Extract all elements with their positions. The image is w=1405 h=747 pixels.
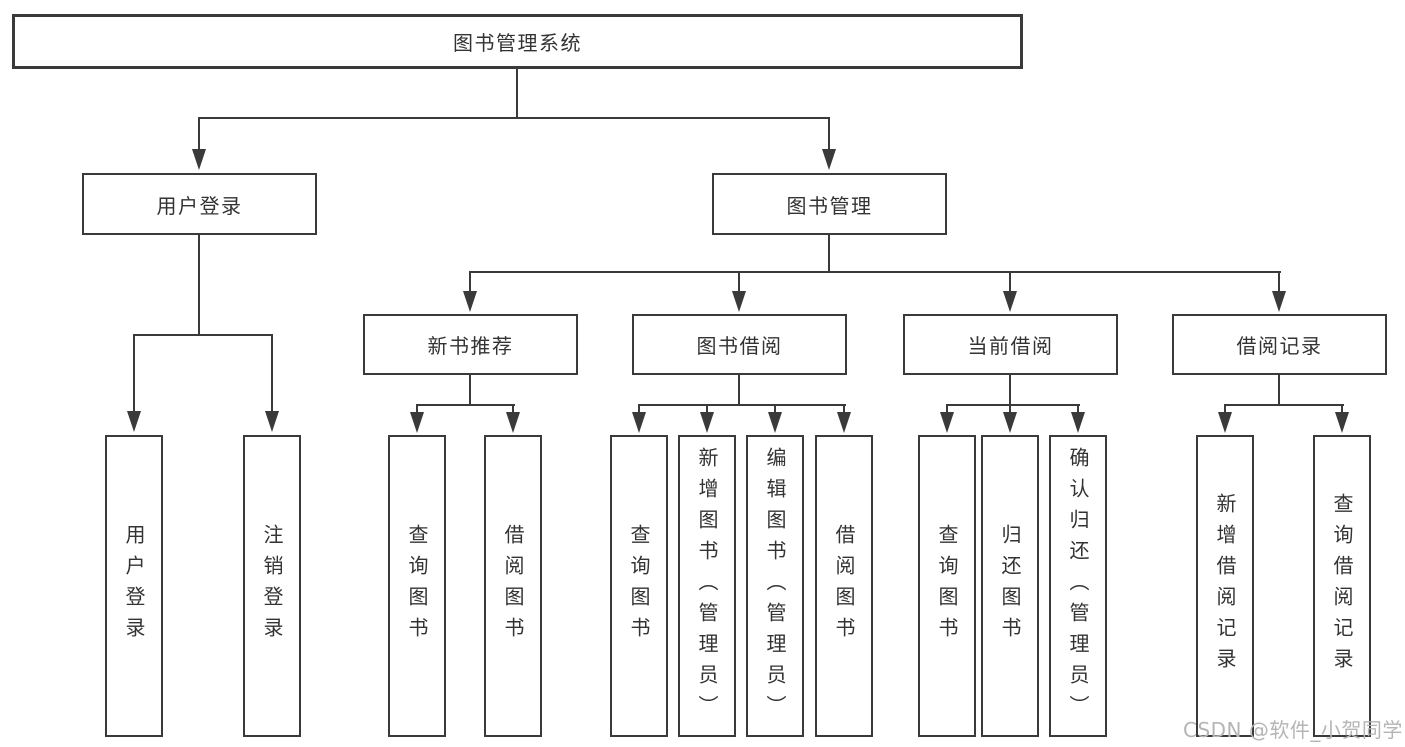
- connector-line: [1224, 404, 1344, 406]
- arrowhead-icon: [410, 412, 424, 433]
- node-leaf-user-login: 用户登录: [105, 435, 163, 737]
- node-label: 图书管理: [786, 193, 873, 218]
- node-leaf-borrow-books-2: 借阅图书: [815, 435, 873, 737]
- node-label: 当前借阅: [967, 334, 1054, 358]
- arrowhead-icon: [506, 412, 520, 433]
- node-leaf-edit-books-admin: 编辑图书（管理员）: [746, 435, 804, 737]
- connector-line: [512, 404, 514, 413]
- node-label: 用户登录: [122, 524, 146, 648]
- connector-line: [1009, 404, 1011, 413]
- node-leaf-logout: 注销登录: [243, 435, 301, 737]
- arrowhead-icon: [1003, 412, 1017, 433]
- connector-line: [1341, 404, 1343, 413]
- csdn-watermark: CSDN @软件_小贺同学: [1183, 718, 1403, 742]
- connector-line: [828, 117, 830, 151]
- node-leaf-query-books-3: 查询图书: [918, 435, 976, 737]
- connector-line: [416, 404, 418, 413]
- node-leaf-query-borrow-record: 查询借阅记录: [1313, 435, 1371, 737]
- connector-line: [706, 404, 708, 413]
- connector-line: [198, 117, 200, 151]
- arrowhead-icon: [265, 411, 279, 432]
- arrowhead-icon: [127, 411, 141, 432]
- arrowhead-icon: [632, 412, 646, 433]
- node-label: 图书借阅: [696, 334, 783, 358]
- node-library-management-system: 图书管理系统: [12, 14, 1023, 69]
- connector-line: [133, 334, 273, 336]
- node-label: 借阅图书: [501, 524, 525, 648]
- node-label: 归还图书: [998, 524, 1022, 648]
- connector-line: [469, 271, 1281, 273]
- node-label: 查询图书: [405, 524, 429, 648]
- node-leaf-query-books-2: 查询图书: [610, 435, 668, 737]
- connector-line: [774, 404, 776, 413]
- connector-line: [198, 235, 200, 336]
- connector-line: [416, 404, 515, 406]
- connector-line: [516, 69, 518, 119]
- node-book-borrowing: 图书借阅: [632, 314, 847, 375]
- arrowhead-icon: [1071, 412, 1085, 433]
- node-label: 查询借阅记录: [1330, 493, 1354, 679]
- arrowhead-icon: [940, 412, 954, 433]
- arrowhead-icon: [463, 291, 477, 312]
- arrowhead-icon: [768, 412, 782, 433]
- node-current-borrowing: 当前借阅: [903, 314, 1118, 375]
- connector-line: [738, 375, 740, 406]
- arrowhead-icon: [1272, 291, 1286, 312]
- node-label: 确认归还（管理员）: [1066, 446, 1090, 726]
- node-book-management: 图书管理: [712, 173, 947, 235]
- connector-line: [1077, 404, 1079, 413]
- node-label: 查询图书: [935, 524, 959, 648]
- arrowhead-icon: [732, 291, 746, 312]
- connector-line: [271, 334, 273, 412]
- node-leaf-borrow-books-1: 借阅图书: [484, 435, 542, 737]
- node-label: 新书推荐: [427, 334, 514, 358]
- connector-line: [1224, 404, 1226, 413]
- arrowhead-icon: [1003, 291, 1017, 312]
- node-label: 新增借阅记录: [1213, 493, 1237, 679]
- node-label: 新增图书（管理员）: [695, 446, 719, 726]
- connector-line: [469, 271, 471, 291]
- node-leaf-confirm-return-admin: 确认归还（管理员）: [1049, 435, 1107, 737]
- node-leaf-query-books-1: 查询图书: [388, 435, 446, 737]
- node-leaf-add-books-admin: 新增图书（管理员）: [678, 435, 736, 737]
- node-label: 图书管理系统: [453, 31, 582, 55]
- arrowhead-icon: [822, 149, 836, 170]
- connector-line: [1278, 375, 1280, 406]
- connector-line: [1009, 375, 1011, 406]
- node-label: 查询图书: [627, 524, 651, 648]
- node-label: 借阅记录: [1236, 334, 1323, 358]
- node-label: 用户登录: [156, 193, 243, 218]
- node-label: 注销登录: [260, 524, 284, 648]
- connector-line: [198, 117, 830, 119]
- arrowhead-icon: [837, 412, 851, 433]
- connector-line: [1009, 271, 1011, 291]
- node-new-book-recommend: 新书推荐: [363, 314, 578, 375]
- connector-line: [946, 404, 948, 413]
- node-leaf-return-books: 归还图书: [981, 435, 1039, 737]
- node-leaf-add-borrow-record: 新增借阅记录: [1196, 435, 1254, 737]
- connector-line: [469, 375, 471, 406]
- node-borrowing-records: 借阅记录: [1172, 314, 1387, 375]
- connector-line: [946, 404, 1080, 406]
- arrowhead-icon: [700, 412, 714, 433]
- connector-line: [133, 334, 135, 412]
- node-label: 借阅图书: [832, 524, 856, 648]
- connector-line: [638, 404, 640, 413]
- connector-line: [738, 271, 740, 291]
- node-user-login: 用户登录: [82, 173, 317, 235]
- connector-line: [638, 404, 846, 406]
- arrowhead-icon: [1218, 412, 1232, 433]
- node-label: 编辑图书（管理员）: [763, 446, 787, 726]
- arrowhead-icon: [1335, 412, 1349, 433]
- connector-line: [843, 404, 845, 413]
- arrowhead-icon: [192, 149, 206, 170]
- connector-line: [1278, 271, 1280, 291]
- connector-line: [828, 235, 830, 273]
